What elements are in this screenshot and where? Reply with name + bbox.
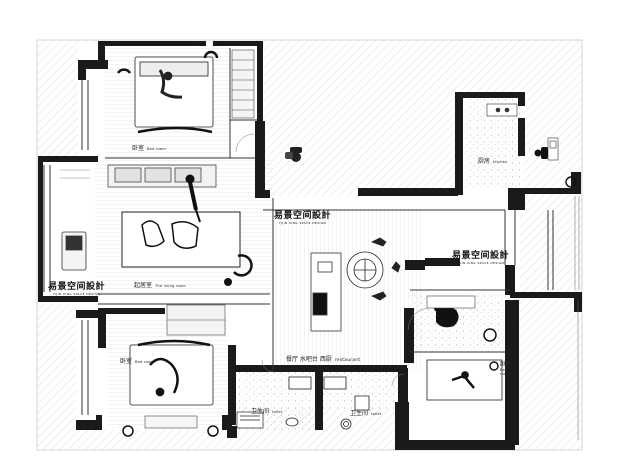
brand-mark-left: 易景空间設計 YIJIN XING SPACE DESIGN	[48, 283, 105, 296]
person-figure-icon	[285, 147, 302, 162]
brand-subtitle: YIJIN XING SPACE DESIGN	[52, 292, 101, 296]
double-bed-icon	[134, 56, 214, 128]
round-dining-table-icon	[346, 237, 401, 301]
toilet-icon	[285, 376, 352, 430]
room-label-en: Bed room	[500, 367, 511, 376]
stove-icon	[486, 103, 518, 117]
dining-wood-floor	[273, 210, 421, 370]
room-label-zh: 卫生间	[251, 408, 270, 415]
double-bed-icon	[426, 359, 503, 401]
brand-mark-center: 易景空间設計 YIJIN XING SPACE DESIGN	[274, 212, 331, 225]
wardrobe-bottom	[166, 304, 226, 336]
partitions	[43, 48, 554, 415]
bathtub-icon	[236, 411, 264, 429]
room-label-zh: 起居室	[134, 282, 153, 289]
sink-icon	[547, 137, 559, 161]
brand-subtitle: YIJIN XING SPACE DESIGN	[278, 221, 327, 225]
room-label-en: Bed room	[147, 147, 167, 151]
armchair-icon	[141, 220, 199, 249]
room-label-zh: 卫生间	[350, 410, 369, 417]
room-label-en: Bed room	[135, 360, 155, 364]
sofa	[107, 164, 217, 188]
room-label-zh: 餐厅 水吧台 西厨	[286, 356, 332, 363]
room-label-en: restaurant	[334, 358, 361, 363]
wardrobe-top	[231, 49, 255, 119]
lounge-chair-icon	[61, 231, 87, 271]
floor-lamp-icon	[233, 254, 253, 277]
kitchen-island	[310, 252, 342, 332]
room-label-zh: 厨房	[478, 158, 491, 165]
bedside-lamp-icon	[116, 50, 219, 74]
brand-name: 易景空间設計	[452, 251, 510, 261]
person-figure-icon	[185, 174, 201, 223]
double-bed-icon	[129, 344, 214, 406]
room-label-en: toilet	[272, 410, 283, 414]
room-label-zh: 卧室	[500, 361, 513, 368]
brand-name: 易景空间設計	[274, 211, 332, 221]
walls	[38, 41, 582, 450]
room-label-zh: 卧室	[132, 145, 145, 152]
brand-mark-right: 易景空间設計 YIJIN XING SPACE DESIGN	[452, 252, 509, 265]
side-table-icon	[224, 278, 232, 286]
room-label-en: kitchen	[493, 160, 508, 164]
room-label-en: toilet	[371, 412, 382, 416]
door-swings	[235, 133, 431, 387]
brand-name: 易景空间設計	[48, 282, 106, 292]
room-label-zh: 卧室	[120, 358, 133, 365]
person-figure-icon	[534, 147, 548, 159]
brand-subtitle: YIJIN XING SPACE DESIGN	[456, 261, 505, 265]
room-label-en: The living room	[155, 284, 186, 288]
